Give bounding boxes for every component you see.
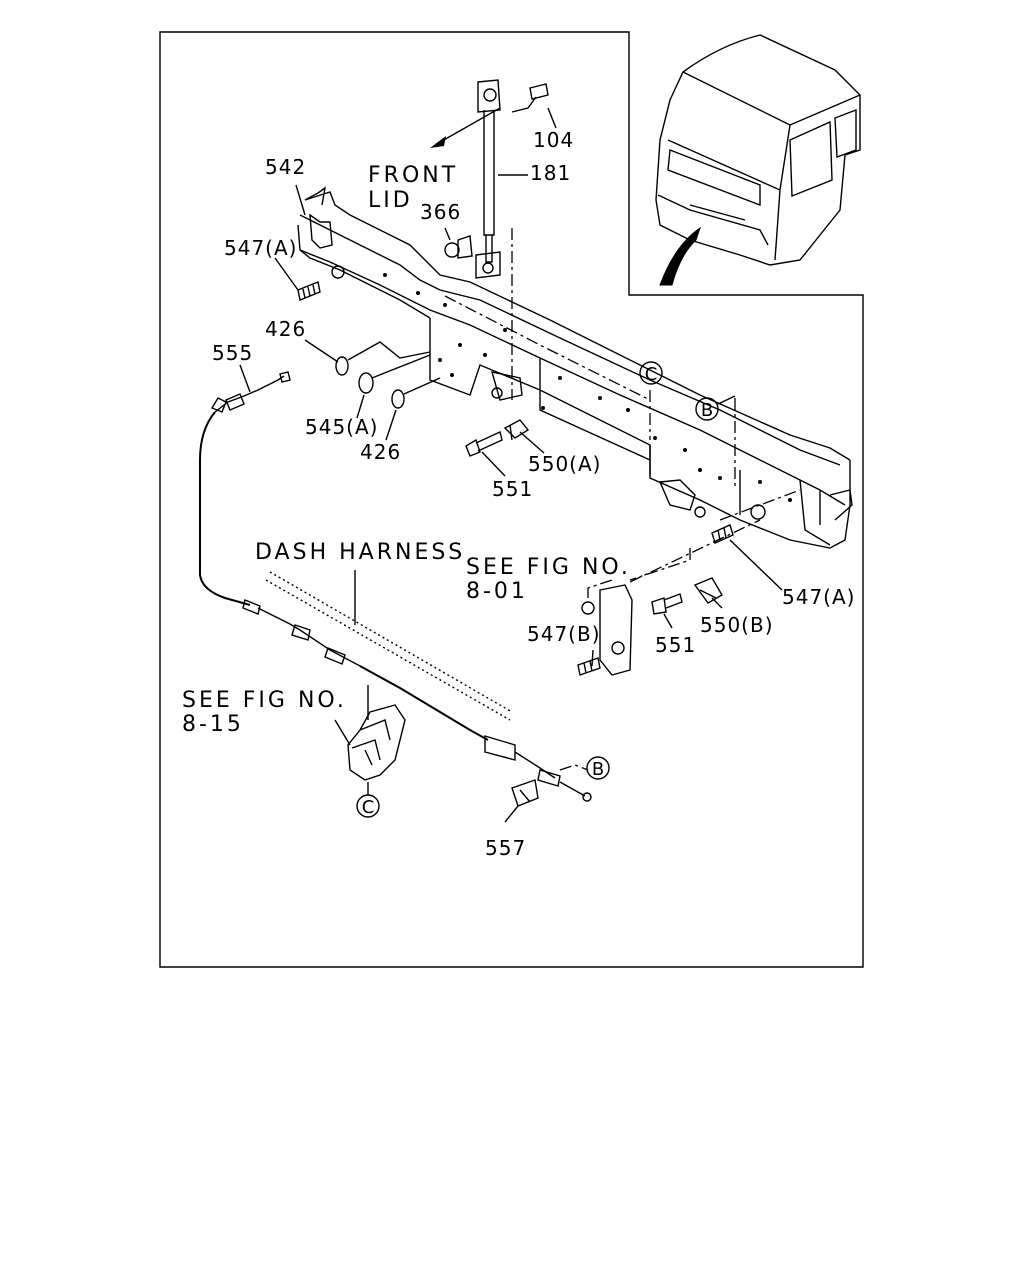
callout-550a: 550(A) bbox=[528, 452, 601, 476]
ref-circle-b-top: B bbox=[695, 395, 736, 421]
callout-181: 181 bbox=[530, 161, 571, 185]
ref-label-b-top: B bbox=[701, 400, 713, 421]
callout-551-top: 551 bbox=[492, 477, 533, 501]
front-arrow bbox=[434, 107, 501, 146]
bolt-547a-right bbox=[711, 524, 734, 544]
label-see-fig-815-line2: 8-15 bbox=[182, 712, 244, 737]
callout-547a-right: 547(A) bbox=[782, 585, 855, 609]
callout-551-bottom: 551 bbox=[655, 633, 696, 657]
ref-circle-c-top: C bbox=[639, 361, 663, 385]
reference-lines bbox=[444, 228, 801, 771]
plug-426-bottom bbox=[391, 389, 405, 409]
clip-550a bbox=[503, 419, 530, 441]
label-front: FRONT bbox=[368, 163, 458, 188]
callout-426-top: 426 bbox=[265, 317, 306, 341]
callout-104: 104 bbox=[533, 128, 574, 152]
dash-harness-line bbox=[265, 571, 513, 721]
label-see-fig-801-line2: 8-01 bbox=[466, 579, 528, 604]
callout-426-bottom: 426 bbox=[360, 440, 401, 464]
bolt-551-bottom bbox=[651, 593, 683, 615]
label-see-fig-815-line1: SEE FIG NO. bbox=[182, 688, 347, 713]
cable-555 bbox=[199, 371, 592, 802]
ref-label-c-top: C bbox=[645, 364, 658, 385]
pedal-bracket bbox=[347, 704, 406, 781]
crossmember-542 bbox=[297, 186, 853, 549]
callout-547b: 547(B) bbox=[527, 622, 601, 646]
ref-circle-b-bottom: B bbox=[586, 756, 610, 780]
ref-label-c-bottom: C bbox=[362, 797, 375, 818]
ref-label-b-bottom: B bbox=[592, 759, 604, 780]
cab-inset-view bbox=[655, 34, 861, 286]
callout-550b: 550(B) bbox=[700, 613, 774, 637]
bolt-551-top bbox=[465, 431, 503, 457]
diagram-frame bbox=[159, 31, 864, 968]
ref-circle-c-bottom: C bbox=[356, 782, 380, 818]
plug-545a bbox=[358, 372, 374, 394]
clip-557 bbox=[511, 779, 539, 807]
callout-545a: 545(A) bbox=[305, 415, 378, 439]
callout-547a-top: 547(A) bbox=[224, 236, 297, 260]
label-dash-harness: DASH HARNESS bbox=[255, 540, 465, 565]
bolt-547a-top bbox=[297, 281, 321, 301]
callout-557: 557 bbox=[485, 836, 526, 860]
clip-550b bbox=[693, 577, 723, 604]
callout-555: 555 bbox=[212, 341, 253, 365]
plug-426-top bbox=[335, 356, 349, 376]
bracket-right bbox=[581, 584, 633, 676]
label-lid: LID bbox=[368, 188, 413, 213]
callout-366: 366 bbox=[420, 200, 461, 224]
bolt-547b bbox=[577, 657, 601, 676]
label-see-fig-801-line1: SEE FIG NO. bbox=[466, 555, 631, 580]
leader-lines bbox=[239, 107, 783, 823]
gas-strut-181 bbox=[444, 79, 549, 279]
callout-542: 542 bbox=[265, 155, 306, 179]
